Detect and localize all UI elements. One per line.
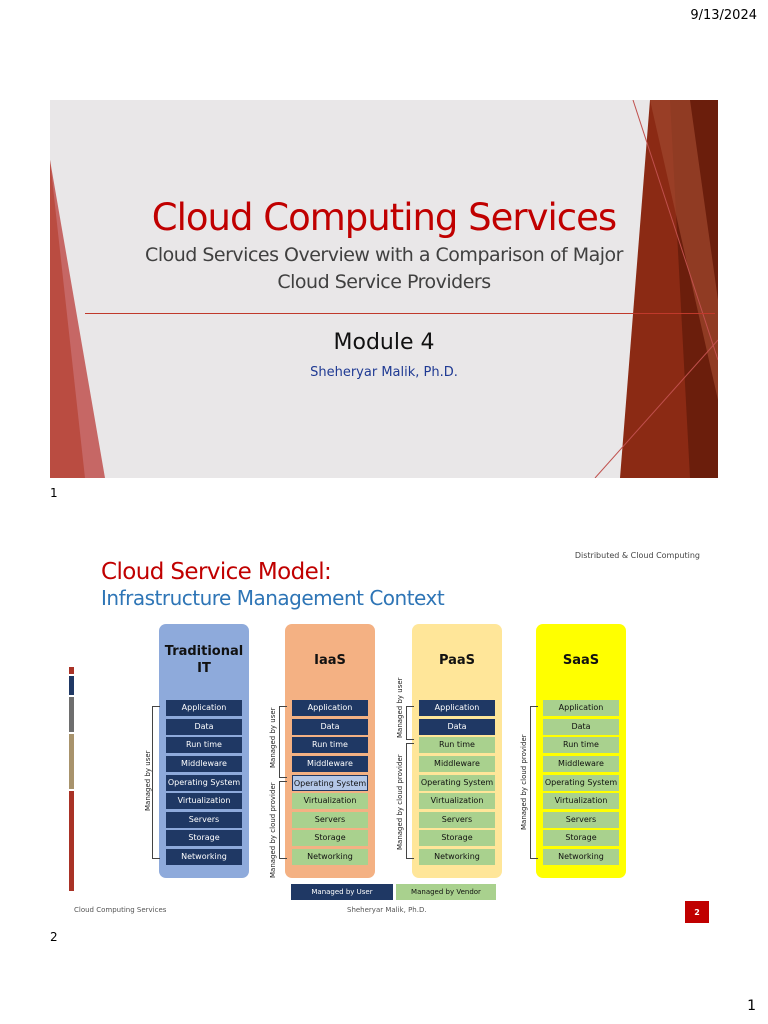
- slide-1-subtitle-line1: Cloud Services Overview with a Compariso…: [145, 244, 623, 266]
- layer-virtualization: Virtualization: [419, 793, 495, 809]
- column-title: PaaS: [438, 653, 476, 668]
- managed-by-provider-label: Managed by cloud provider: [396, 754, 404, 850]
- layer-application: Application: [292, 700, 368, 716]
- brace: [152, 706, 160, 859]
- slide-2-header-note: Distributed & Cloud Computing: [574, 551, 700, 560]
- legend-managed-by-vendor: Managed by Vendor: [396, 884, 496, 900]
- managed-label: Managed by user: [144, 750, 152, 811]
- layer-servers: Servers: [419, 812, 495, 828]
- layer-middleware: Middleware: [166, 756, 242, 772]
- layer-networking: Networking: [292, 849, 368, 865]
- legend-managed-by-user: Managed by User: [291, 884, 393, 900]
- layer-data: Data: [292, 719, 368, 735]
- managed-by-provider-label: Managed by cloud provider: [269, 782, 277, 878]
- page-date: 9/13/2024: [690, 8, 757, 23]
- sidebar-accent-1: [69, 667, 74, 674]
- page-number: 1: [747, 998, 756, 1014]
- sidebar-accent-4: [69, 734, 74, 789]
- slide-1-index: 1: [50, 486, 58, 500]
- sidebar-accent-5: [69, 791, 74, 891]
- layer-data: Data: [419, 719, 495, 735]
- slide-2-index: 2: [50, 930, 58, 944]
- column-title: Traditional: [164, 644, 244, 659]
- column-paas: PaaS Application Data Run time Middlewar…: [412, 624, 502, 878]
- layer-networking: Networking: [419, 849, 495, 865]
- brace-provider: [279, 781, 287, 859]
- layer-storage: Storage: [419, 830, 495, 846]
- layer-runtime: Run time: [543, 737, 619, 753]
- layer-virtualization: Virtualization: [543, 793, 619, 809]
- column-saas: SaaS Application Data Run time Middlewar…: [536, 624, 626, 878]
- layer-middleware: Middleware: [419, 756, 495, 772]
- layer-application: Application: [543, 700, 619, 716]
- column-iaas: IaaS Application Data Run time Middlewar…: [285, 624, 375, 878]
- slide-1-decoration: [50, 100, 718, 478]
- slide-2-footer-left: Cloud Computing Services: [74, 906, 167, 914]
- column-title: IaaS: [314, 653, 346, 668]
- layer-servers: Servers: [543, 812, 619, 828]
- layer-networking: Networking: [543, 849, 619, 865]
- slide-1-divider: [85, 313, 715, 314]
- layer-operating-system: Operating System: [166, 775, 242, 791]
- layer-virtualization: Virtualization: [166, 793, 242, 809]
- layer-operating-system: Operating System: [543, 775, 619, 791]
- brace-provider: [406, 743, 414, 859]
- layer-application: Application: [166, 700, 242, 716]
- layer-servers: Servers: [292, 812, 368, 828]
- layer-virtualization: Virtualization: [292, 793, 368, 809]
- layer-servers: Servers: [166, 812, 242, 828]
- managed-by-user-label: Managed by user: [396, 677, 404, 738]
- slide-1-title: Cloud Computing Services: [151, 196, 617, 239]
- slide-2-number-badge: 2: [685, 901, 709, 923]
- sidebar-accent-2: [69, 676, 74, 695]
- slide-2-subtitle: Infrastructure Management Context: [101, 586, 445, 610]
- sidebar-accent-3: [69, 697, 74, 732]
- slide-2-title: Cloud Service Model:: [101, 559, 332, 585]
- layer-operating-system: Operating System: [292, 775, 368, 791]
- layer-data: Data: [543, 719, 619, 735]
- slide-1-module: Module 4: [333, 330, 435, 355]
- column-title-line2: IT: [197, 661, 211, 676]
- layer-data: Data: [166, 719, 242, 735]
- managed-by-user-label: Managed by user: [269, 707, 277, 768]
- slide-1-author: Sheheryar Malik, Ph.D.: [310, 365, 458, 380]
- layer-runtime: Run time: [166, 737, 242, 753]
- layer-runtime: Run time: [292, 737, 368, 753]
- brace: [530, 706, 538, 859]
- layer-storage: Storage: [543, 830, 619, 846]
- layer-storage: Storage: [166, 830, 242, 846]
- layer-storage: Storage: [292, 830, 368, 846]
- brace-user: [279, 706, 287, 778]
- layer-middleware: Middleware: [543, 756, 619, 772]
- layer-networking: Networking: [166, 849, 242, 865]
- managed-label: Managed by cloud provider: [520, 734, 528, 830]
- layer-runtime: Run time: [419, 737, 495, 753]
- layer-operating-system: Operating System: [419, 775, 495, 791]
- column-title: SaaS: [562, 653, 600, 668]
- slide-2-footer-author: Sheheryar Malik, Ph.D.: [347, 906, 427, 914]
- slide-1-subtitle-line2: Cloud Service Providers: [277, 271, 491, 293]
- layer-middleware: Middleware: [292, 756, 368, 772]
- layer-application: Application: [419, 700, 495, 716]
- slide-2: Distributed & Cloud Computing Cloud Serv…: [50, 538, 718, 928]
- brace-user: [406, 706, 414, 740]
- column-traditional-it: Traditional IT Application Data Run time…: [159, 624, 249, 878]
- slide-1: Cloud Computing Services Cloud Services …: [50, 100, 718, 478]
